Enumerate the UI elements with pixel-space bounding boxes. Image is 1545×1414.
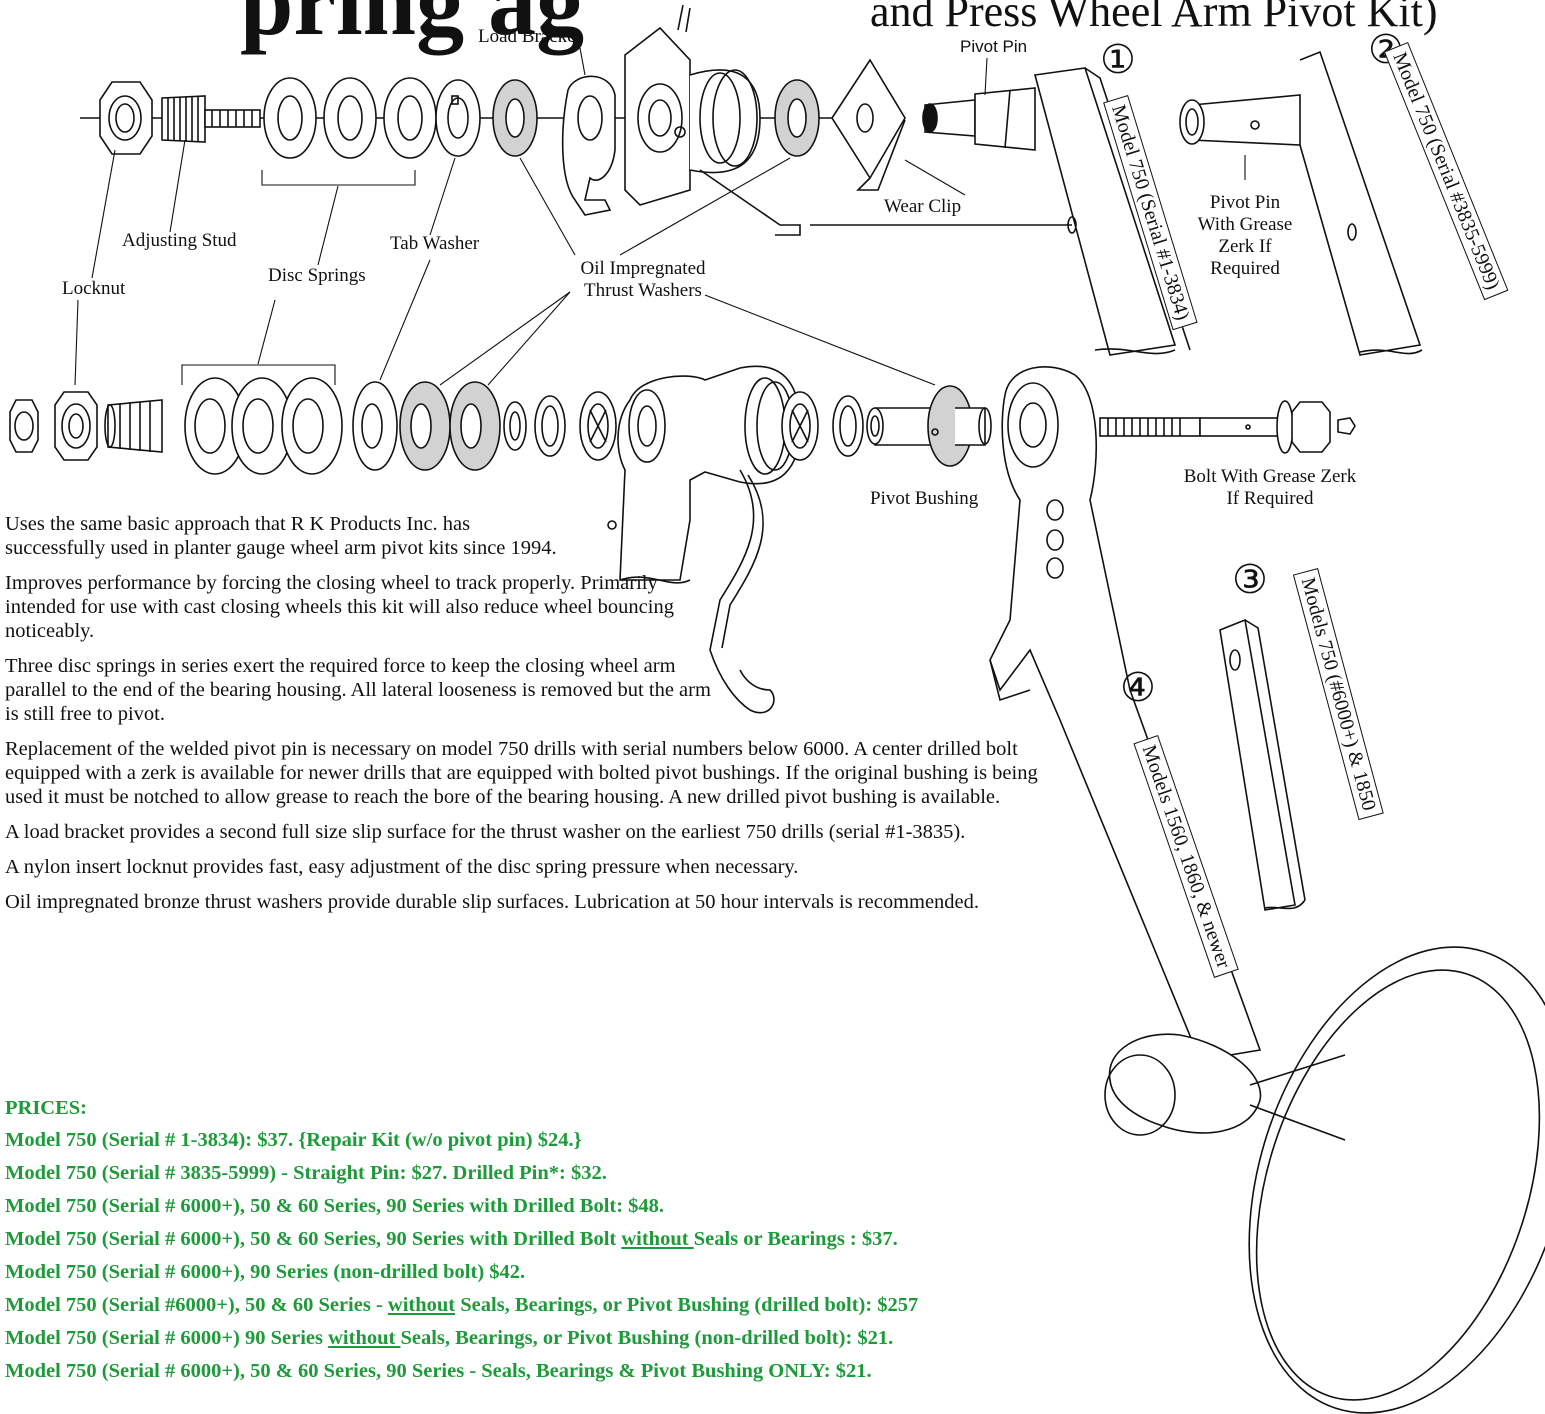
paragraph-2: Improves performance by forcing the clos… — [5, 572, 674, 642]
label-pivot-pin-grease-4: Required — [1210, 258, 1280, 279]
pivot-pin — [922, 87, 1036, 151]
paragraph-5: A load bracket provides a second full si… — [5, 821, 966, 843]
label-oil-thrust-washers-2: Thrust Washers — [584, 280, 702, 301]
bottom-tab-washer — [352, 381, 398, 471]
closing-wheel — [1104, 946, 1545, 1414]
price-line-1: Model 750 (Serial # 1-3834): $37. {Repai… — [5, 1129, 582, 1151]
price-line-7-underline: without — [328, 1327, 401, 1349]
price-line-7: Model 750 (Serial # 6000+) 90 Series wit… — [5, 1322, 1155, 1355]
label-pivot-pin-grease-3: Zerk If — [1218, 236, 1272, 257]
bottom-seals-bearings — [503, 391, 617, 461]
bottom-locknut — [54, 391, 98, 461]
price-line-5: Model 750 (Serial # 6000+), 90 Series (n… — [5, 1261, 526, 1283]
label-pivot-pin: Pivot Pin — [960, 37, 1028, 56]
price-line-6-underline: without — [387, 1294, 456, 1316]
label-pivot-pin-grease-1: Pivot Pin — [1209, 192, 1281, 213]
page-subtitle: and Press Wheel Arm Pivot Kit) — [870, 0, 1438, 36]
top-bearing-housing — [624, 4, 801, 236]
paragraph-7: Oil impregnated bronze thrust washers pr… — [5, 891, 980, 913]
label-oil-thrust-washers-1: Oil Impregnated — [580, 258, 706, 279]
price-line-6: Model 750 (Serial #6000+), 50 & 60 Serie… — [5, 1289, 1155, 1322]
pivot-bushing — [866, 385, 992, 467]
price-line-7-b: Seals, Bearings, or Pivot Bushing (non-d… — [400, 1327, 894, 1349]
price-line-4-a: Model 750 (Serial # 6000+), 50 & 60 Seri… — [5, 1228, 622, 1250]
paragraph-1: Uses the same basic approach that R K Pr… — [5, 513, 557, 559]
price-line-8: Model 750 (Serial # 6000+), 50 & 60 Seri… — [5, 1360, 872, 1382]
top-thrust-washer-1 — [492, 79, 538, 157]
bottom-bearing-housing — [607, 365, 801, 714]
leader-lines — [74, 47, 1246, 386]
top-tab-washer — [435, 79, 481, 157]
label-wear-clip: Wear Clip — [884, 196, 962, 217]
label-locknut: Locknut — [62, 278, 126, 299]
price-line-4-underline: without — [621, 1228, 694, 1250]
paragraph-4: Replacement of the welded pivot pin is n… — [5, 738, 1038, 808]
price-line-6-a: Model 750 (Serial #6000+), 50 & 60 Serie… — [5, 1294, 388, 1316]
pivot-pin-grease — [1179, 50, 1423, 356]
price-line-4-b: Seals or Bearings : $37. — [693, 1228, 898, 1250]
frame-model-3 — [1219, 618, 1306, 911]
label-tab-washer: Tab Washer — [390, 233, 480, 254]
bottom-adjusting-stud — [104, 399, 163, 453]
label-adjusting-stud: Adjusting Stud — [122, 230, 237, 251]
prices-heading: PRICES: — [5, 1097, 88, 1119]
callout-3: ③ — [1232, 557, 1268, 603]
callout-1: ① — [1100, 37, 1136, 83]
price-list: PRICES: Model 750 (Serial # 1-3834): $37… — [5, 1092, 1155, 1388]
bottom-disc-springs — [184, 377, 343, 475]
label-pivot-pin-grease-2: With Grease — [1197, 214, 1293, 235]
price-line-6-b: Seals, Bearings, or Pivot Bushing (drill… — [455, 1294, 919, 1316]
paragraph-6: A nylon insert locknut provides fast, ea… — [5, 856, 799, 878]
description-text: Uses the same basic approach that R K Pr… — [5, 512, 1065, 925]
price-line-7-a: Model 750 (Serial # 6000+) 90 Series — [5, 1327, 329, 1349]
price-line-2: Model 750 (Serial # 3835-5999) - Straigh… — [5, 1162, 607, 1184]
top-adjusting-stud — [161, 95, 261, 143]
wear-clip — [831, 58, 906, 191]
price-line-3: Model 750 (Serial # 6000+), 50 & 60 Seri… — [5, 1195, 665, 1217]
top-thrust-washer-2 — [774, 79, 820, 157]
paragraph-3: Three disc springs in series exert the r… — [5, 655, 711, 725]
label-disc-springs: Disc Springs — [268, 265, 366, 286]
bottom-thrust-washers — [399, 381, 501, 471]
label-bolt-grease-2: If Required — [1226, 488, 1314, 509]
label-load-bracket: Load Bracket — [478, 26, 581, 47]
bottom-small-nut — [9, 399, 39, 453]
price-line-4: Model 750 (Serial # 6000+), 50 & 60 Seri… — [5, 1223, 1155, 1256]
bottom-bearings-2 — [781, 391, 864, 461]
label-bolt-grease-1: Bolt With Grease Zerk — [1183, 466, 1357, 487]
top-disc-springs — [263, 77, 437, 159]
callout-4: ④ — [1120, 665, 1156, 711]
label-pivot-bushing: Pivot Bushing — [870, 488, 979, 509]
top-locknut — [99, 81, 153, 155]
grease-bolt — [1099, 400, 1356, 454]
load-bracket — [561, 75, 616, 216]
